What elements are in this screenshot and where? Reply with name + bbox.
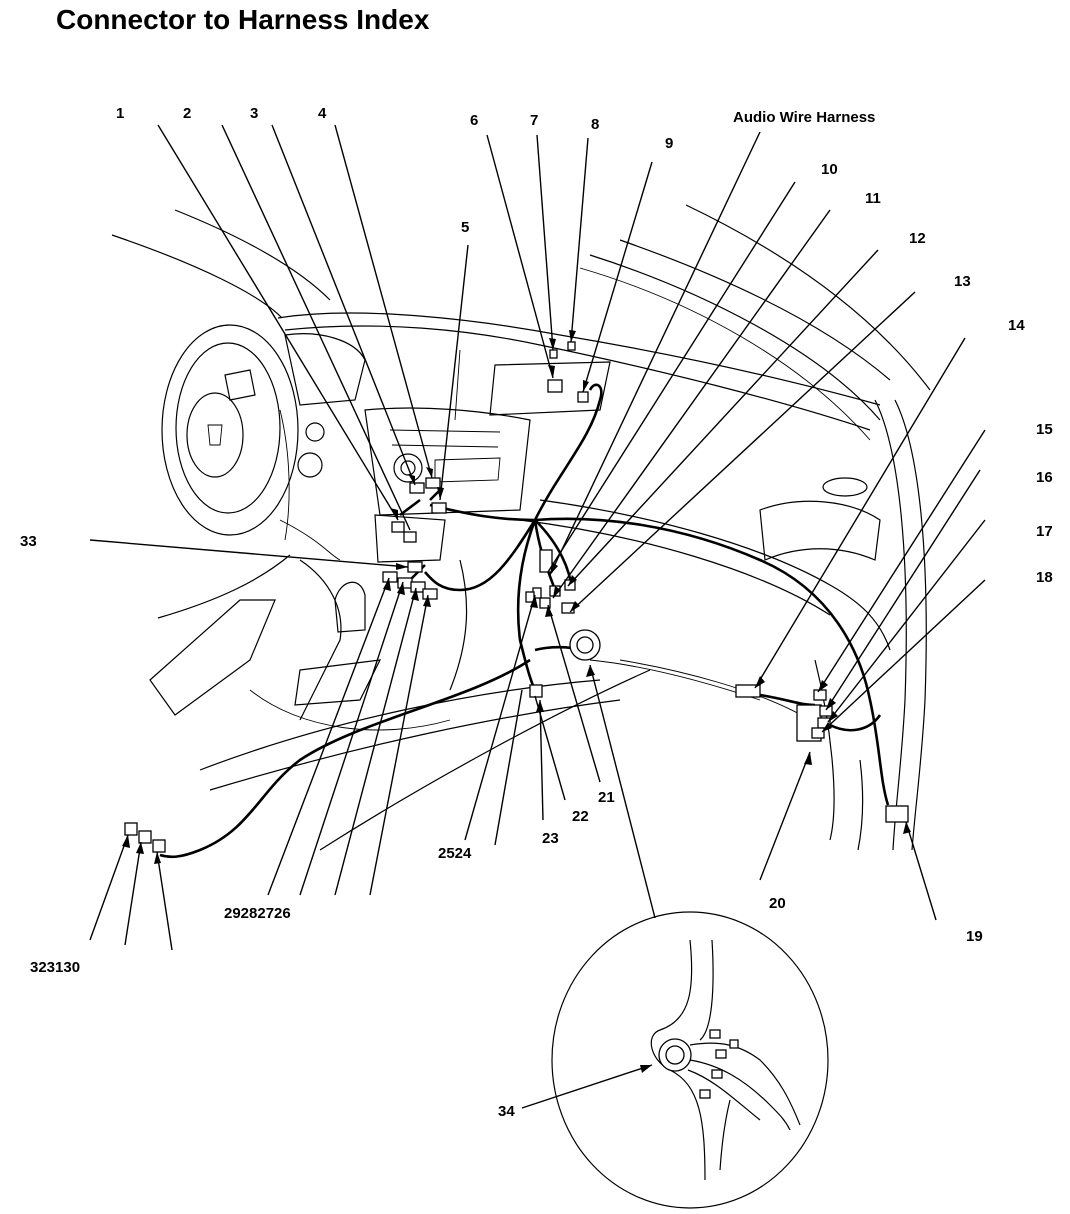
connector-3 (409, 482, 425, 494)
callout-9: 9 (665, 135, 673, 152)
callout-5: 5 (461, 219, 469, 236)
connector-7 (549, 349, 558, 359)
callout-4: 4 (318, 105, 327, 122)
callout-labels: 1 2 3 4 5 6 7 8 9 Audio Wire Harness 10 … (20, 105, 1053, 1120)
connector-31 (138, 830, 152, 844)
connector-10 (539, 549, 553, 573)
connector-6 (547, 379, 563, 393)
callout-8: 8 (591, 116, 599, 133)
connector-4 (425, 477, 441, 489)
callout-2: 2 (183, 105, 191, 122)
callout-1: 1 (116, 105, 124, 122)
connector-28 (410, 581, 426, 593)
connector-12 (564, 579, 576, 591)
callout-14: 14 (1008, 317, 1025, 334)
leader-lines (89, 124, 986, 1109)
connectors (124, 341, 909, 853)
connector-20 (796, 704, 822, 742)
connector-8 (567, 341, 576, 351)
callout-20: 20 (769, 895, 786, 912)
callout-6: 6 (470, 112, 478, 129)
callout-323130: 323130 (30, 959, 80, 976)
callout-15: 15 (1036, 421, 1053, 438)
arrowheads (122, 330, 911, 1073)
callout-18: 18 (1036, 569, 1053, 586)
audio-wire-harness-label: Audio Wire Harness (733, 109, 875, 126)
callout-21: 21 (598, 789, 615, 806)
detail-inset-34 (551, 911, 829, 1209)
callout-2524: 2524 (438, 845, 472, 862)
connector-26 (382, 571, 398, 583)
audio-wire-harness (159, 383, 890, 859)
callout-33: 33 (20, 533, 37, 550)
callout-23: 23 (542, 830, 559, 847)
callout-7: 7 (530, 112, 538, 129)
callout-17: 17 (1036, 523, 1053, 540)
callout-13: 13 (954, 273, 971, 290)
connector-1 (391, 521, 405, 533)
connector-27 (397, 577, 413, 589)
dashboard-artwork (111, 204, 931, 851)
page-title: Connector to Harness Index (56, 4, 430, 35)
connector-5 (431, 502, 447, 514)
connector-19 (885, 805, 909, 823)
callout-34: 34 (498, 1103, 515, 1120)
callout-19: 19 (966, 928, 983, 945)
connector-29 (422, 588, 438, 600)
connector-32 (124, 822, 138, 836)
connector-18 (811, 727, 825, 739)
connector-9 (577, 391, 589, 403)
callout-11: 11 (865, 190, 881, 207)
connector-2 (403, 531, 417, 543)
connector-15 (813, 689, 827, 701)
callout-12: 12 (909, 230, 926, 247)
callout-22: 22 (572, 808, 589, 825)
callout-3: 3 (250, 105, 258, 122)
callout-29282726: 29282726 (224, 905, 291, 922)
callout-16: 16 (1036, 469, 1053, 486)
callout-10: 10 (821, 161, 838, 178)
connector-22 (529, 684, 543, 698)
connector-33 (407, 561, 423, 573)
connector-16 (819, 705, 833, 717)
connector-30 (152, 839, 166, 853)
connector-14 (735, 684, 761, 698)
connector-21 (539, 597, 551, 609)
